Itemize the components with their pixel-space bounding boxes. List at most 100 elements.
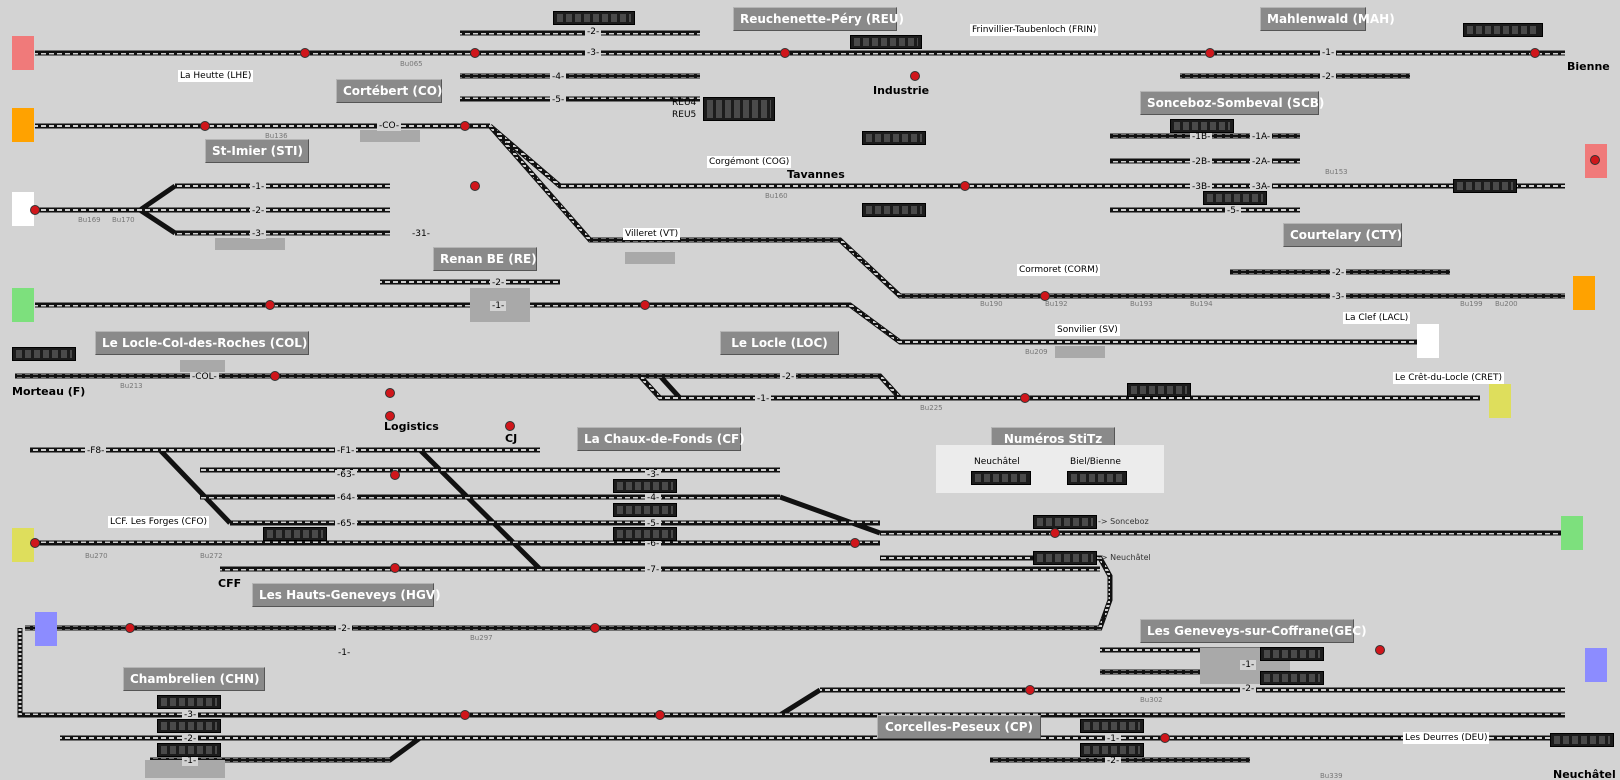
track-reu-5[interactable]: -5- <box>550 95 567 105</box>
track-mah-1[interactable]: -1- <box>1320 48 1337 58</box>
terminal-morteau[interactable]: Morteau (F) <box>12 385 86 398</box>
edge-connector-cty-east[interactable] <box>1573 276 1595 310</box>
train-number-display[interactable] <box>862 131 926 145</box>
track-cf-3[interactable]: -3- <box>645 470 662 480</box>
track-reu-2[interactable]: -2- <box>585 27 602 37</box>
signal-lamp[interactable] <box>780 48 790 58</box>
signal-lamp[interactable] <box>960 181 970 191</box>
track-chn-1[interactable]: -1- <box>182 756 199 766</box>
signal-lamp[interactable] <box>1040 291 1050 301</box>
edge-connector-sv[interactable] <box>1417 324 1439 358</box>
track-hgv-2[interactable]: -2- <box>336 624 353 634</box>
train-number-display[interactable] <box>157 695 221 709</box>
train-number-display[interactable] <box>613 527 677 541</box>
terminal-tavannes[interactable]: Tavannes <box>787 168 845 181</box>
station-banner-scb[interactable]: Sonceboz-Sombeval (SCB) <box>1140 91 1324 115</box>
track-chn-2[interactable]: -2- <box>182 734 199 744</box>
train-number-display[interactable] <box>703 97 775 121</box>
track-reu-3[interactable]: -3- <box>585 48 602 58</box>
track-scb-2b[interactable]: -2B- <box>1190 157 1213 167</box>
train-number-display[interactable] <box>1170 119 1234 133</box>
signal-lamp[interactable] <box>1050 528 1060 538</box>
station-banner-col[interactable]: Le Locle-Col-des-Roches (COL) <box>95 331 309 355</box>
track-co[interactable]: -CO- <box>377 121 402 131</box>
signal-lamp[interactable] <box>300 48 310 58</box>
terminal-industrie[interactable]: Industrie <box>873 84 930 97</box>
edge-connector-re[interactable] <box>12 288 34 322</box>
edge-connector-hgv[interactable] <box>35 612 57 646</box>
track-cf-5[interactable]: -5- <box>645 519 662 529</box>
signal-lamp[interactable] <box>265 300 275 310</box>
track-sti-3[interactable]: -3- <box>250 229 267 239</box>
track-cf-65[interactable]: -65- <box>335 519 357 529</box>
train-number-display[interactable] <box>1033 551 1097 565</box>
track-mah-2[interactable]: -2- <box>1320 72 1337 82</box>
train-number-display[interactable] <box>12 347 76 361</box>
track-gec-1[interactable]: -1- <box>1240 660 1257 670</box>
train-number-display[interactable] <box>850 35 922 49</box>
signal-lamp[interactable] <box>30 538 40 548</box>
signal-lamp[interactable] <box>30 205 40 215</box>
station-banner-chn[interactable]: Chambrelien (CHN) <box>123 667 265 691</box>
signal-lamp[interactable] <box>385 411 395 421</box>
track-cf-64[interactable]: -64- <box>335 493 357 503</box>
terminal-cff[interactable]: CFF <box>218 577 242 590</box>
station-banner-sti[interactable]: St-Imier (STI) <box>205 139 309 163</box>
track-loc-1[interactable]: -1- <box>755 394 772 404</box>
stitz-neuchatel-display[interactable] <box>971 471 1031 485</box>
terminal-bienne[interactable]: Bienne <box>1567 60 1610 73</box>
track-cf-f8[interactable]: -F8- <box>85 446 107 456</box>
track-cf-63[interactable]: -63- <box>335 470 357 480</box>
train-number-display[interactable] <box>1033 515 1097 529</box>
track-scb-3a[interactable]: -3A- <box>1250 182 1273 192</box>
train-number-display[interactable] <box>157 719 221 733</box>
signal-lamp[interactable] <box>200 121 210 131</box>
signal-lamp[interactable] <box>640 300 650 310</box>
signal-lamp[interactable] <box>910 71 920 81</box>
track-scb-1b[interactable]: -1B- <box>1190 132 1213 142</box>
terminal-cj[interactable]: CJ <box>505 432 518 445</box>
station-banner-mah[interactable]: Mahlenwald (MAH) <box>1260 7 1395 31</box>
track-cf-f1[interactable]: -F1- <box>335 446 357 456</box>
train-number-display[interactable] <box>613 503 677 517</box>
train-number-display[interactable] <box>862 203 926 217</box>
train-number-display[interactable] <box>553 11 635 25</box>
track-re-2[interactable]: -2- <box>490 278 507 288</box>
train-number-display[interactable] <box>1203 191 1267 205</box>
track-hgv-1[interactable]: -1- <box>336 648 353 658</box>
signal-lamp[interactable] <box>270 371 280 381</box>
station-banner-cp[interactable]: Corcelles-Peseux (CP) <box>877 715 1041 739</box>
signal-lamp[interactable] <box>470 181 480 191</box>
station-banner-reu[interactable]: Reuchenette-Péry (REU) <box>733 7 904 31</box>
signal-lamp[interactable] <box>1375 645 1385 655</box>
track-cf-6[interactable]: -6- <box>645 539 662 549</box>
track-scb-2a[interactable]: -2A- <box>1250 157 1273 167</box>
signal-lamp[interactable] <box>1590 155 1600 165</box>
track-scb-5[interactable]: -5- <box>1225 206 1242 216</box>
signal-lamp[interactable] <box>590 623 600 633</box>
train-number-display[interactable] <box>1260 671 1324 685</box>
train-number-display[interactable] <box>1550 733 1614 747</box>
terminal-logistics[interactable]: Logistics <box>384 420 439 433</box>
signal-lamp[interactable] <box>390 470 400 480</box>
train-number-display[interactable] <box>157 743 221 757</box>
station-banner-re[interactable]: Renan BE (RE) <box>433 247 537 271</box>
train-number-display[interactable] <box>1463 23 1543 37</box>
train-number-display[interactable] <box>1260 647 1324 661</box>
station-banner-cf[interactable]: La Chaux-de-Fonds (CF) <box>577 427 745 451</box>
track-sti-1[interactable]: -1- <box>250 182 267 192</box>
signal-lamp[interactable] <box>460 710 470 720</box>
track-cp-2[interactable]: -2- <box>1105 756 1122 766</box>
train-number-display[interactable] <box>1453 179 1517 193</box>
edge-connector-bienne-west[interactable] <box>12 36 34 70</box>
station-banner-gec[interactable]: Les Geneveys-sur-Coffrane(GEC) <box>1140 619 1367 643</box>
track-gec-2[interactable]: -2- <box>1240 684 1257 694</box>
track-reu-4[interactable]: -4- <box>550 72 567 82</box>
signal-lamp[interactable] <box>390 563 400 573</box>
train-number-display[interactable] <box>1080 719 1144 733</box>
edge-connector-gec-east[interactable] <box>1585 648 1607 682</box>
signal-lamp[interactable] <box>1020 393 1030 403</box>
track-sti-31[interactable]: -31- <box>410 229 432 239</box>
signal-lamp[interactable] <box>1205 48 1215 58</box>
signal-lamp[interactable] <box>850 538 860 548</box>
